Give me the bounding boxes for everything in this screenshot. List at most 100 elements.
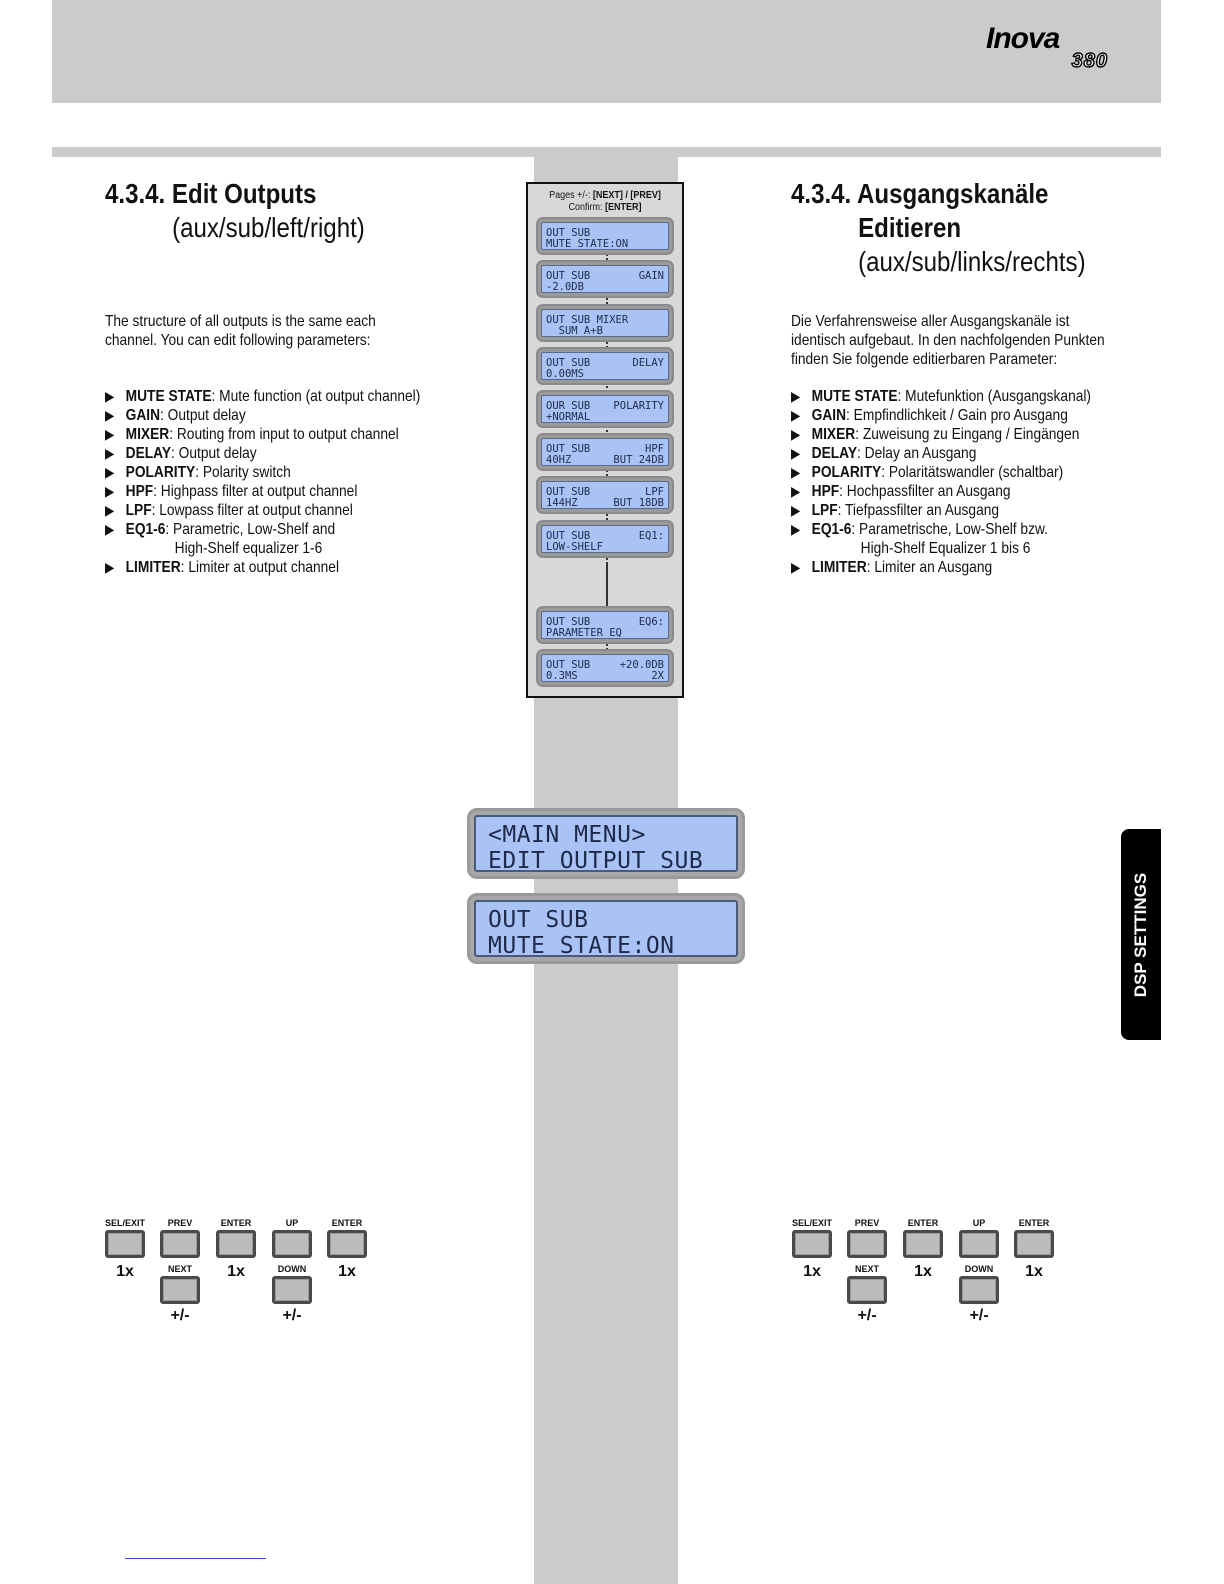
section-tab: DSP SETTINGS (1121, 829, 1161, 1040)
key-button[interactable] (959, 1230, 999, 1258)
arrow-right-icon: ▶ (791, 559, 801, 575)
param-name: LIMITER (811, 559, 867, 576)
lcd-screen-main-menu: <MAIN MENU> EDIT OUTPUT SUB (467, 808, 745, 879)
list-item: ▶MIXER: Zuweisung zu Eingang / Eingängen (791, 425, 1091, 444)
title-english: 4.3.4. Edit Outputs (aux/sub/left/right) (105, 177, 407, 245)
param-name: MUTE STATE (125, 388, 212, 405)
arrow-right-icon: ▶ (105, 407, 115, 423)
title-german: 4.3.4. Ausgangskanäle Editieren (aux/sub… (791, 177, 1134, 279)
arrow-right-icon: ▶ (791, 464, 801, 480)
logo-model: 380 (1071, 49, 1108, 72)
list-item: ▶GAIN: Output delay (105, 406, 420, 425)
param-name: HPF (125, 483, 154, 500)
arrow-right-icon: ▶ (105, 464, 115, 480)
param-desc: : Parametric, Low-Shelf and (165, 521, 336, 538)
list-item: ▶MIXER: Routing from input to output cha… (105, 425, 420, 444)
key-label: PREV (854, 1218, 880, 1228)
arrow-right-icon: ▶ (105, 483, 115, 499)
lcd-line: OUT SUB (488, 907, 589, 933)
key-label: NEXT (854, 1264, 879, 1274)
lcd-line: MUTE STATE:ON (488, 933, 675, 959)
key-button[interactable] (272, 1230, 312, 1258)
arrow-right-icon: ▶ (105, 502, 115, 518)
key-label: DOWN (964, 1264, 994, 1274)
arrow-right-icon: ▶ (791, 521, 801, 537)
hint-pages-keys: [NEXT] / [PREV] (592, 190, 661, 201)
arrow-right-icon: ▶ (791, 407, 801, 423)
key-button[interactable] (272, 1276, 312, 1304)
list-item: ▶ POLARITY: Polaritätswandler (schaltbar) (791, 463, 1091, 482)
lcd-line: OUT SUB MIXER (546, 314, 629, 326)
plusminus-label: +/- (969, 1307, 989, 1324)
connector-line (606, 254, 608, 604)
key-button[interactable] (327, 1230, 367, 1258)
param-desc: : Output delay (171, 445, 257, 462)
key-button[interactable] (105, 1230, 145, 1258)
key-button[interactable] (903, 1230, 943, 1258)
param-name: DELAY (811, 445, 858, 462)
title-en-line2: (aux/sub/left/right) (172, 212, 365, 243)
key-label: SEL/EXIT (791, 1218, 832, 1228)
lcd-line: -2.0DB (546, 281, 584, 293)
param-name: GAIN (125, 407, 161, 424)
arrow-right-icon: ▶ (791, 388, 801, 404)
intro-german: Die Verfahrensweise aller Ausgangskanäle… (791, 313, 1105, 368)
key-label: UP (972, 1218, 986, 1228)
param-name: LIMITER (125, 559, 181, 576)
param-desc: : Parametrische, Low-Shelf bzw. (851, 521, 1048, 538)
list-item: ▶DELAY: Output delay (105, 444, 420, 463)
list-item: ▶LIMITER: Limiter an Ausgang (791, 558, 1091, 577)
key-button[interactable] (792, 1230, 832, 1258)
key-label: SEL/EXIT (104, 1218, 145, 1228)
param-desc: : Polaritätswandler (schaltbar) (881, 464, 1064, 481)
lcd-line: SUM A+B (546, 325, 603, 337)
arrow-right-icon: ▶ (105, 521, 115, 537)
title-en-line1: 4.3.4. Edit Outputs (105, 178, 317, 209)
list-item: ▶MUTE STATE: Mute function (at output ch… (105, 387, 420, 406)
param-name: MIXER (811, 426, 856, 443)
key-button[interactable] (959, 1276, 999, 1304)
arrow-right-icon: ▶ (791, 445, 801, 461)
key-button[interactable] (847, 1230, 887, 1258)
lcd-screen-small: OUT SUB MIXER SUM A+B (536, 304, 674, 342)
key-label: UP (285, 1218, 299, 1228)
param-list-german: ▶MUTE STATE: Mutefunktion (Ausgangskanal… (791, 387, 1091, 577)
key-button[interactable] (160, 1276, 200, 1304)
list-item: ▶GAIN: Empfindlichkeit / Gain pro Ausgan… (791, 406, 1091, 425)
press-count: 1x (803, 1263, 821, 1280)
param-name: POLARITY (811, 464, 882, 481)
key-label: PREV (167, 1218, 193, 1228)
key-label: DOWN (277, 1264, 307, 1274)
list-item: ▶LPF: Tiefpassfilter an Ausgang (791, 501, 1091, 520)
lcd-screen-out-sub: OUT SUB MUTE STATE:ON (467, 893, 745, 964)
key-button[interactable] (160, 1230, 200, 1258)
list-item: ▶MUTE STATE: Mutefunktion (Ausgangskanal… (791, 387, 1091, 406)
press-count: 1x (227, 1263, 245, 1280)
param-desc: : Empfindlichkeit / Gain pro Ausgang (846, 407, 1068, 424)
key-label: ENTER (907, 1218, 939, 1228)
param-desc: : Polarity switch (195, 464, 291, 481)
key-button[interactable] (847, 1276, 887, 1304)
title-de-line3: (aux/sub/links/rechts) (858, 246, 1086, 277)
key-button[interactable] (216, 1230, 256, 1258)
list-item: ▶ POLARITY: Polarity switch (105, 463, 420, 482)
list-item: ▶DELAY: Delay an Ausgang (791, 444, 1091, 463)
hint-confirm-text: Confirm: (568, 202, 605, 213)
header-rule (52, 147, 1161, 157)
param-name: DELAY (125, 445, 172, 462)
param-name: POLARITY (125, 464, 196, 481)
key-button[interactable] (1014, 1230, 1054, 1258)
press-count: 1x (1025, 1263, 1043, 1280)
title-de-line1: 4.3.4. Ausgangskanäle (791, 178, 1049, 209)
param-desc: : Zuweisung zu Eingang / Eingängen (855, 426, 1080, 443)
arrow-right-icon: ▶ (791, 483, 801, 499)
